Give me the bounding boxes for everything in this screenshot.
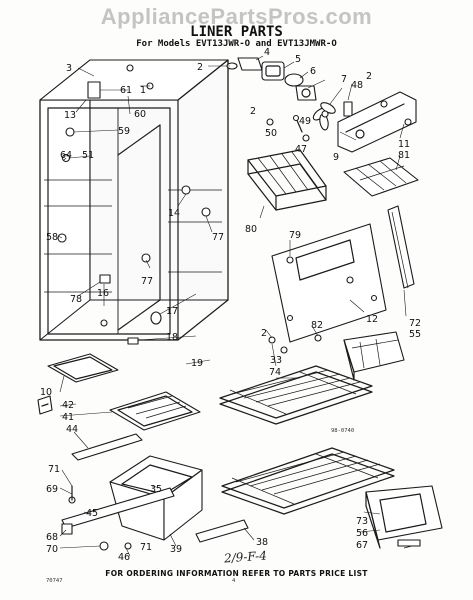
drawing-number: 70747 bbox=[46, 578, 63, 584]
svg-text:44: 44 bbox=[66, 424, 78, 435]
wire-shelf-upper bbox=[219, 365, 373, 425]
svg-text:5: 5 bbox=[295, 54, 301, 65]
svg-text:19: 19 bbox=[191, 358, 203, 369]
svg-text:6: 6 bbox=[310, 66, 316, 77]
svg-text:61: 61 bbox=[120, 85, 132, 96]
drip-tray bbox=[47, 353, 119, 383]
svg-text:1: 1 bbox=[140, 85, 146, 96]
breaker-strip bbox=[387, 205, 415, 289]
svg-text:80: 80 bbox=[245, 224, 257, 235]
svg-text:82: 82 bbox=[311, 320, 323, 331]
svg-text:60: 60 bbox=[134, 109, 146, 120]
svg-text:42: 42 bbox=[62, 400, 74, 411]
svg-text:68: 68 bbox=[46, 532, 58, 543]
svg-text:81: 81 bbox=[398, 150, 410, 161]
svg-text:73: 73 bbox=[356, 516, 368, 527]
diagram-title: LINER PARTS bbox=[190, 24, 283, 40]
svg-text:67: 67 bbox=[356, 540, 368, 551]
svg-text:55: 55 bbox=[409, 329, 421, 340]
svg-text:33: 33 bbox=[270, 355, 282, 366]
svg-text:77: 77 bbox=[141, 276, 153, 287]
svg-text:35: 35 bbox=[150, 484, 162, 495]
svg-text:45: 45 bbox=[86, 508, 98, 519]
svg-text:13: 13 bbox=[64, 110, 76, 121]
callout-numbers: 3 2 4 5 6 7 48 2 2 49 50 47 9 11 81 80 7… bbox=[40, 47, 421, 563]
dairy-bin bbox=[343, 331, 405, 381]
svg-text:7: 7 bbox=[341, 74, 347, 85]
svg-text:48: 48 bbox=[351, 80, 363, 91]
wire-shelf-lower bbox=[221, 447, 395, 515]
liner-cabinet bbox=[39, 59, 229, 345]
ordering-info-footer: FOR ORDERING INFORMATION REFER TO PARTS … bbox=[105, 569, 368, 578]
svg-text:10: 10 bbox=[40, 387, 52, 398]
shelf-code: 98-0740 bbox=[331, 428, 355, 434]
svg-text:71: 71 bbox=[140, 542, 152, 553]
drawer-rail bbox=[61, 485, 175, 551]
svg-text:2: 2 bbox=[250, 106, 256, 117]
svg-text:74: 74 bbox=[269, 367, 281, 378]
watermark: AppliancePartsPros.com bbox=[100, 4, 373, 29]
svg-text:58: 58 bbox=[46, 232, 58, 243]
svg-text:56: 56 bbox=[356, 528, 368, 539]
evaporator-cover bbox=[271, 223, 387, 343]
meat-pan bbox=[109, 391, 201, 431]
svg-text:47: 47 bbox=[295, 144, 307, 155]
svg-text:46: 46 bbox=[118, 552, 130, 563]
svg-text:59: 59 bbox=[118, 126, 130, 137]
ice-tray bbox=[343, 157, 419, 197]
damper-assembly-parts bbox=[226, 57, 417, 153]
diagram-subtitle: For Models EVT13JWR-O and EVT13JMWR-O bbox=[136, 39, 337, 49]
svg-text:14: 14 bbox=[168, 208, 180, 219]
lower-strip bbox=[195, 519, 249, 543]
svg-text:50: 50 bbox=[265, 128, 277, 139]
svg-text:77: 77 bbox=[212, 232, 224, 243]
svg-text:11: 11 bbox=[398, 139, 410, 150]
bracket-left bbox=[37, 395, 53, 415]
svg-text:2: 2 bbox=[197, 62, 203, 73]
handwritten-note: 2/9-F-4 bbox=[223, 548, 268, 566]
svg-text:9: 9 bbox=[333, 152, 339, 163]
fasteners bbox=[268, 334, 322, 354]
svg-text:12: 12 bbox=[366, 314, 378, 325]
svg-text:78: 78 bbox=[70, 294, 82, 305]
svg-text:2: 2 bbox=[261, 328, 267, 339]
svg-text:16: 16 bbox=[97, 288, 109, 299]
svg-text:71: 71 bbox=[48, 464, 60, 475]
svg-text:69: 69 bbox=[46, 484, 58, 495]
svg-text:49: 49 bbox=[299, 116, 311, 127]
svg-text:3: 3 bbox=[66, 63, 72, 74]
svg-text:2: 2 bbox=[366, 71, 372, 82]
svg-text:41: 41 bbox=[62, 412, 74, 423]
svg-text:18: 18 bbox=[166, 332, 178, 343]
svg-text:51: 51 bbox=[82, 150, 94, 161]
svg-text:38: 38 bbox=[256, 537, 268, 548]
wire-rack bbox=[247, 149, 327, 211]
svg-text:39: 39 bbox=[170, 544, 182, 555]
svg-text:17: 17 bbox=[166, 306, 178, 317]
callout-leaders bbox=[57, 55, 407, 557]
glide-strip bbox=[71, 433, 143, 461]
svg-text:79: 79 bbox=[289, 230, 301, 241]
svg-text:64: 64 bbox=[60, 150, 72, 161]
page-mark: 4 bbox=[232, 578, 236, 584]
svg-text:70: 70 bbox=[46, 544, 58, 555]
crisper-pan bbox=[365, 485, 443, 549]
svg-text:72: 72 bbox=[409, 318, 421, 329]
svg-text:4: 4 bbox=[264, 47, 270, 58]
